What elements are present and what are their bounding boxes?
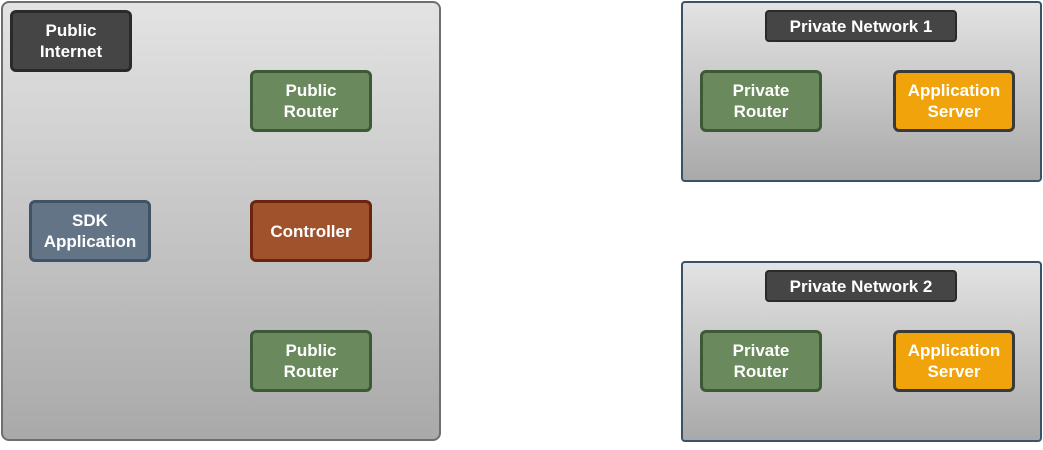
private-router-node-1[interactable]: Private Router bbox=[700, 70, 822, 132]
private-network-1-label: Private Network 1 bbox=[765, 10, 957, 42]
private-router-node-2[interactable]: Private Router bbox=[700, 330, 822, 392]
public-router-node-1[interactable]: Public Router bbox=[250, 70, 372, 132]
private-network-2-label: Private Network 2 bbox=[765, 270, 957, 302]
application-server-node-2[interactable]: Application Server bbox=[893, 330, 1015, 392]
sdk-application-node[interactable]: SDK Application bbox=[29, 200, 151, 262]
public-internet-label: Public Internet bbox=[10, 10, 132, 72]
controller-node[interactable]: Controller bbox=[250, 200, 372, 262]
public-router-node-2[interactable]: Public Router bbox=[250, 330, 372, 392]
application-server-node-1[interactable]: Application Server bbox=[893, 70, 1015, 132]
